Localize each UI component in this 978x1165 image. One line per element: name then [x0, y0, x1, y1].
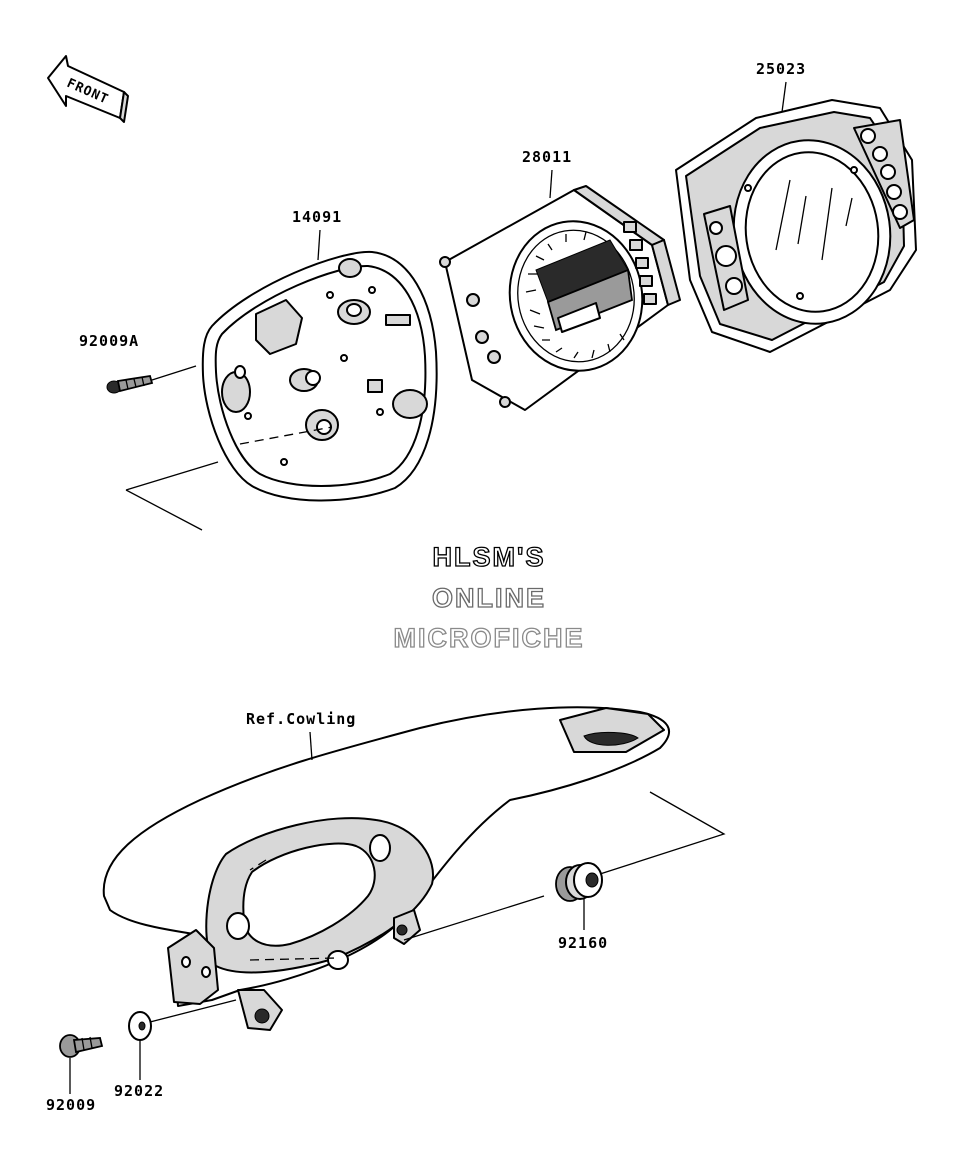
label-25023: 25023 [756, 60, 806, 78]
meter-case-14091 [201, 250, 438, 502]
watermark-line-2: ONLINE [432, 583, 546, 613]
label-92009a: 92009A [79, 332, 139, 350]
watermark-line-3: MICROFICHE [394, 623, 585, 653]
label-28011: 28011 [522, 148, 572, 166]
label-ref-cowling: Ref.Cowling [246, 710, 356, 728]
screw-92009a [106, 374, 154, 394]
label-14091: 14091 [292, 208, 342, 226]
front-arrow-icon: FRONT [47, 55, 129, 123]
label-92022: 92022 [114, 1082, 164, 1100]
cover-25023 [675, 99, 917, 353]
screw-92009 [59, 1034, 104, 1058]
meter-assembly-28011 [439, 185, 681, 411]
watermark: HLSM'S ONLINE MICROFICHE [393, 541, 585, 653]
label-92160: 92160 [558, 934, 608, 952]
grommet-92160 [555, 862, 603, 902]
washer-92022 [128, 1011, 152, 1041]
cowling-reference [102, 706, 671, 1031]
label-92009: 92009 [46, 1096, 96, 1114]
watermark-line-1: HLSM'S [433, 542, 546, 572]
